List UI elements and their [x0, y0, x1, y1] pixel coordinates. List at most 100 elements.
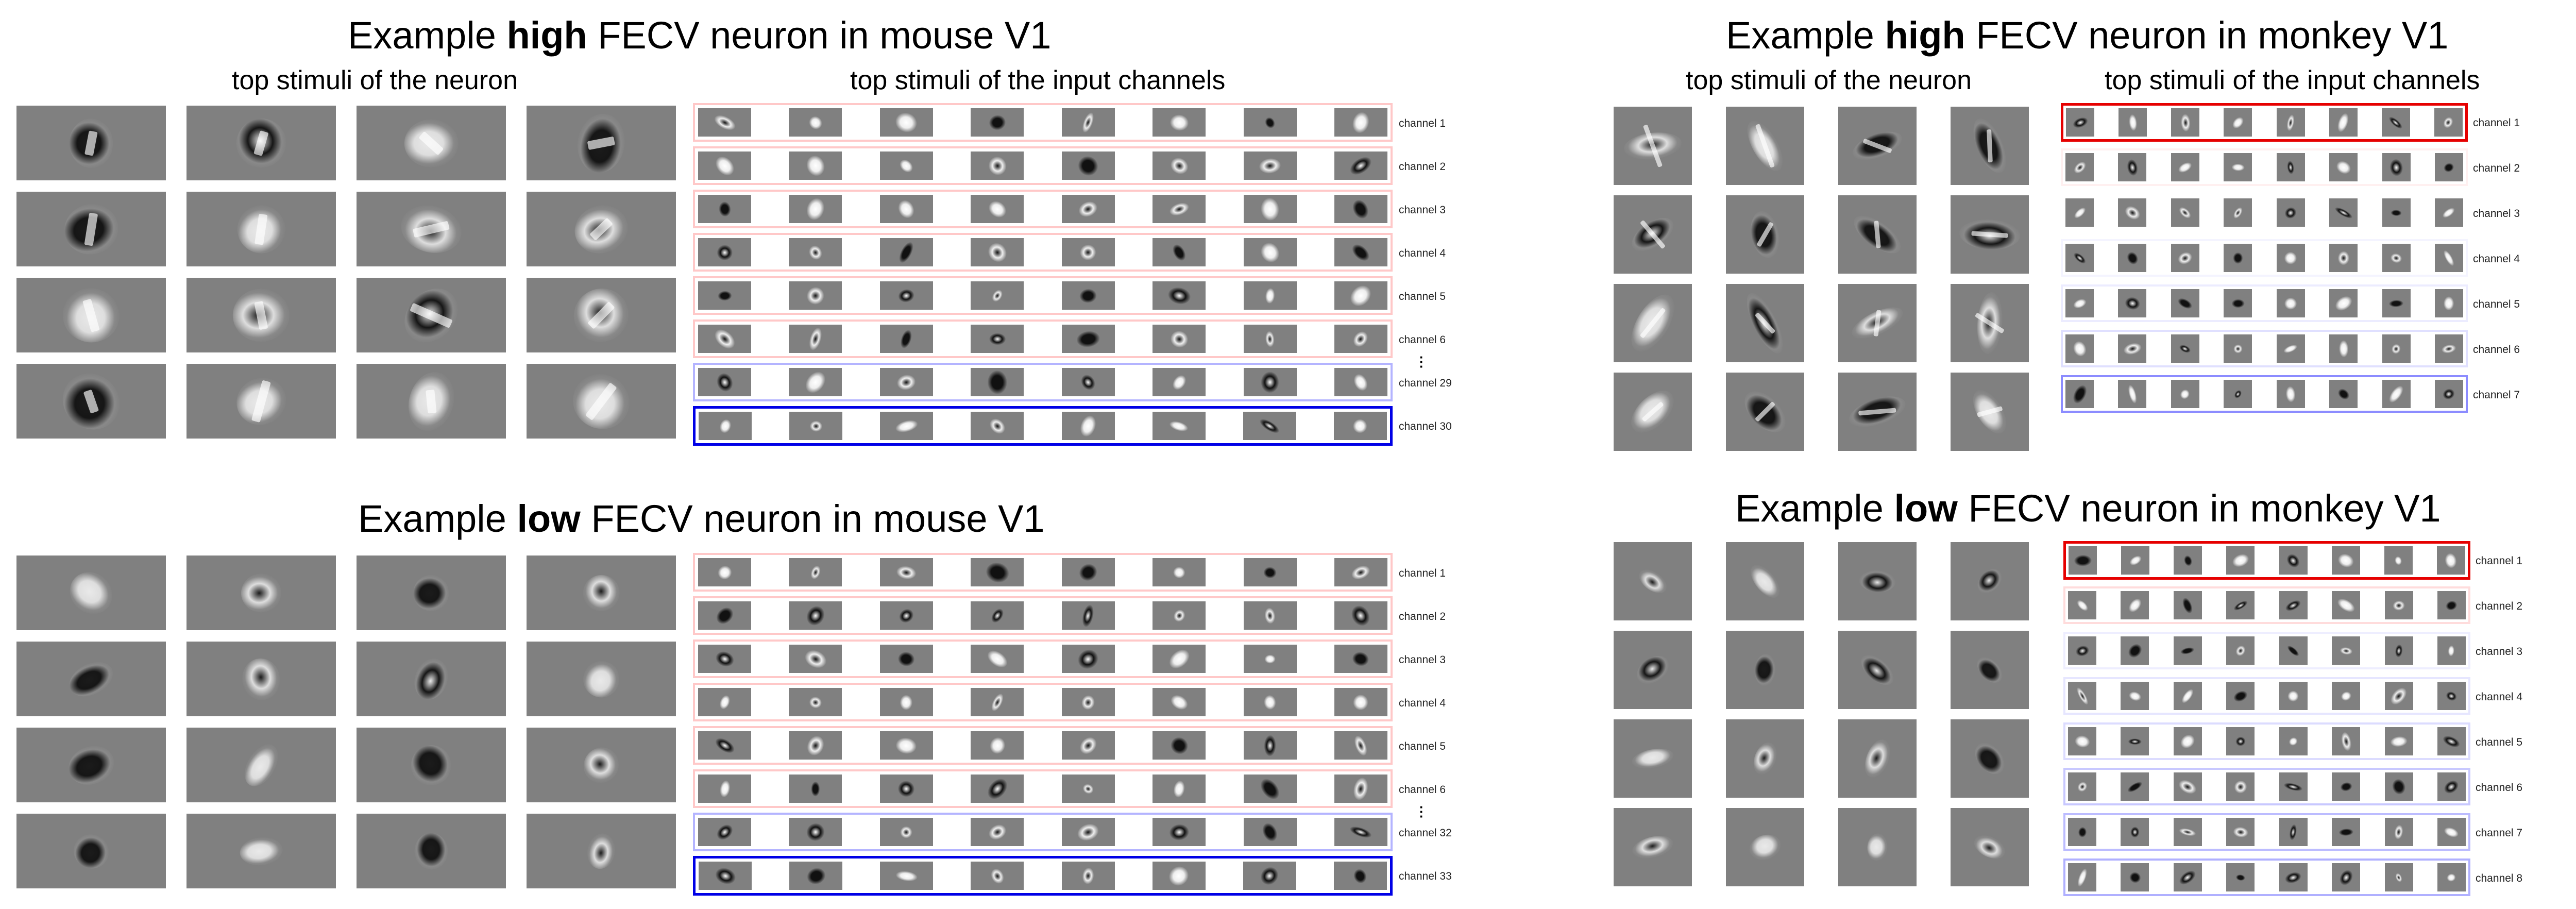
- channel-stimulus-tile: [1334, 195, 1387, 223]
- neuron-stimulus-tile: [16, 556, 166, 630]
- channel-stimulus-tile: [2434, 380, 2463, 408]
- neuron-stimulus-tile: [1838, 107, 1917, 185]
- channel-stimulus-tile: [2121, 863, 2149, 891]
- neuron-stimulus-tile: [1951, 107, 2029, 185]
- channel-label: channel 5: [1399, 740, 1446, 752]
- channel-stimulus-tile: [2384, 591, 2413, 619]
- channel-stimulus-tile: [2437, 818, 2466, 846]
- channel-stimulus-tile: [2226, 863, 2255, 891]
- channel-stimulus-tile: [2118, 198, 2147, 227]
- channel-stimulus-tile: [2121, 546, 2150, 575]
- channel-stimulus-tile: [2171, 153, 2199, 181]
- channel-stimulus-tile: [2065, 153, 2094, 181]
- channel-stimulus-tile: [1334, 818, 1387, 846]
- neuron-stimulus-tile: [16, 106, 166, 180]
- channel-row: [2063, 768, 2470, 805]
- neuron-stimulus-tile: [1614, 373, 1692, 451]
- channel-stimulus-tile: [1243, 645, 1297, 673]
- channel-stimulus-tile: [2276, 289, 2305, 317]
- channel-stimulus-tile: [1334, 238, 1387, 266]
- neuron-stimulus-tile: [357, 106, 506, 180]
- title-bold: low: [1894, 487, 1958, 530]
- channel-stimulus-tile: [2173, 636, 2202, 665]
- channel-stimulus-tile: [2121, 818, 2149, 846]
- neuron-stimulus-tile: [1951, 284, 2029, 362]
- channel-stimulus-tile: [2119, 108, 2147, 137]
- channel-stimulus-tile: [1153, 775, 1206, 803]
- neuron-stimulus-tile: [357, 278, 506, 352]
- channel-stimulus-tile: [1153, 238, 1206, 266]
- channel-label: channel 5: [2473, 298, 2520, 310]
- channel-stimulus-tile: [789, 152, 842, 180]
- channel-stimulus-tile: [2224, 334, 2252, 363]
- channel-stimulus-tile: [2068, 863, 2096, 891]
- channel-row: [693, 726, 1393, 765]
- channel-stimulus-tile: [2224, 289, 2252, 317]
- channel-label: channel 8: [2476, 872, 2523, 884]
- channel-stimulus-tile: [2173, 591, 2202, 619]
- channel-stimulus-tile: [2121, 636, 2149, 665]
- channel-label: channel 3: [1399, 653, 1446, 666]
- neuron-stimulus-tile: [357, 556, 506, 630]
- channel-stimulus-tile: [2332, 772, 2361, 801]
- neuron-stimuli-grid: [1614, 107, 2029, 451]
- channel-stimulus-tile: [698, 731, 751, 760]
- channel-stimulus-tile: [1334, 368, 1387, 396]
- panel-title: Example high FECV neuron in mouse V1: [348, 16, 1069, 55]
- channel-stimulus-tile: [1061, 412, 1115, 440]
- channel-stimulus-tile: [2174, 546, 2202, 575]
- channel-label: channel 33: [1399, 870, 1452, 882]
- channel-stimulus-tile: [2279, 727, 2308, 755]
- channel-stimulus-tile: [1061, 368, 1115, 396]
- channel-stimulus-tile: [2382, 334, 2411, 363]
- channel-row: [2063, 586, 2470, 624]
- neuron-stimulus-tile: [357, 642, 506, 716]
- neuron-stimulus-tile: [357, 814, 506, 888]
- channel-stimulus-tile: [1061, 108, 1115, 137]
- channel-row: [2061, 284, 2468, 322]
- channel-stimulus-tile: [1061, 558, 1115, 586]
- channel-label: channel 1: [2473, 116, 2520, 129]
- neuron-stimulus-tile: [1614, 808, 1692, 886]
- channel-stimulus-tile: [2332, 636, 2361, 665]
- channel-stimulus-tile: [2437, 591, 2466, 619]
- channel-stimulus-tile: [2434, 108, 2463, 137]
- channel-row: [2061, 148, 2468, 186]
- neuron-stimulus-tile: [16, 278, 166, 352]
- channel-stimulus-tile: [2279, 772, 2308, 801]
- channel-stimulus-tile: [1061, 152, 1115, 180]
- neuron-stimulus-tile: [1838, 542, 1917, 620]
- channel-stimulus-tile: [789, 108, 842, 137]
- title-bold: low: [517, 497, 581, 540]
- channel-stimulus-tile: [2226, 636, 2255, 665]
- channel-stimulus-tile: [971, 152, 1024, 180]
- channel-stimulus-tile: [789, 325, 842, 353]
- channel-stimulus-tile: [699, 412, 752, 440]
- channel-stimulus-tile: [2171, 334, 2199, 363]
- channel-stimulus-tile: [2384, 818, 2413, 846]
- channel-stimulus-tile: [698, 558, 751, 586]
- channel-stimulus-tile: [1334, 688, 1387, 716]
- title-suffix: FECV neuron in mouse V1: [580, 497, 1045, 540]
- channel-stimulus-tile: [1153, 108, 1206, 137]
- channel-stimulus-tile: [698, 281, 751, 310]
- neuron-stimulus-tile: [527, 814, 676, 888]
- channel-stimulus-tile: [2331, 546, 2360, 575]
- channel-stimulus-tile: [1153, 368, 1206, 396]
- neuron-stimulus-tile: [1838, 631, 1917, 709]
- channel-stimulus-tile: [971, 238, 1024, 266]
- neuron-stimulus-tile: [187, 728, 336, 802]
- neuron-stimulus-tile: [1614, 107, 1692, 185]
- neuron-stimulus-tile: [1838, 284, 1917, 362]
- channel-stimulus-tile: [1243, 195, 1297, 223]
- channel-stimulus-tile: [971, 108, 1024, 137]
- channel-stimulus-tile: [698, 688, 751, 716]
- channel-stimulus-tile: [2329, 153, 2358, 181]
- channel-stimulus-tile: [1333, 412, 1387, 440]
- channel-stimulus-tile: [2437, 772, 2466, 801]
- neuron-stimulus-tile: [1614, 631, 1692, 709]
- channel-stimulus-tile: [789, 281, 842, 310]
- channel-stimulus-tile: [2279, 546, 2308, 575]
- channel-stimulus-tile: [2118, 380, 2147, 408]
- channel-stimulus-tile: [2226, 591, 2255, 619]
